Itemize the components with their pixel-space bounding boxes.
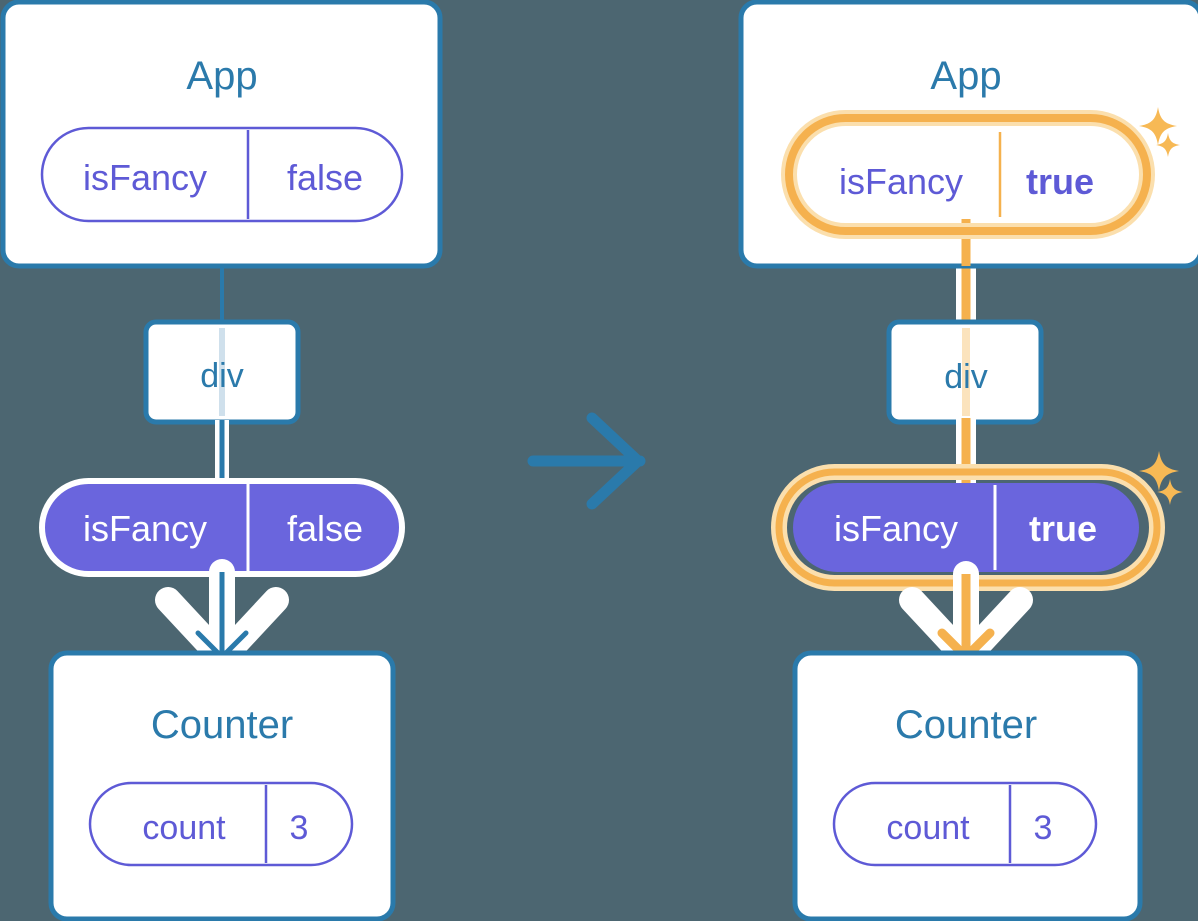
app-title-before: App — [186, 54, 257, 98]
prop-pill-after — [793, 483, 1139, 572]
counter-state-key-before: count — [142, 809, 226, 847]
prop-key-after: isFancy — [834, 508, 958, 549]
app-state-value-before: false — [287, 157, 363, 198]
prop-key-before: isFancy — [83, 508, 207, 549]
arrow-prop-to-counter-after — [899, 561, 1033, 671]
prop-value-before: false — [287, 508, 363, 549]
text-layer: App isFancy false div isFancy false Coun… — [83, 54, 1097, 847]
app-title-after: App — [930, 54, 1001, 98]
tree-before — [0, 0, 443, 921]
div-label-before: div — [200, 357, 243, 395]
app-state-key-after: isFancy — [839, 161, 963, 202]
arrow-prop-to-counter-before — [155, 559, 289, 671]
counter-state-pill-before — [88, 781, 354, 867]
app-state-key-before: isFancy — [83, 157, 207, 198]
counter-state-key-after: count — [886, 809, 970, 847]
transition-arrow — [527, 412, 646, 510]
counter-title-after: Counter — [895, 703, 1037, 747]
counter-state-value-after: 3 — [1034, 809, 1053, 847]
app-state-pill-ring-after — [785, 114, 1151, 235]
app-state-pill-after — [802, 130, 1134, 219]
counter-state-value-before: 3 — [290, 809, 309, 847]
counter-state-pill-after — [832, 781, 1098, 867]
app-state-pill-before — [40, 126, 404, 223]
app-state-value-after: true — [1026, 161, 1094, 202]
prop-value-after: true — [1029, 508, 1097, 549]
div-label-after: div — [944, 358, 987, 396]
tree-after — [738, 0, 1198, 921]
counter-title-before: Counter — [151, 703, 293, 747]
